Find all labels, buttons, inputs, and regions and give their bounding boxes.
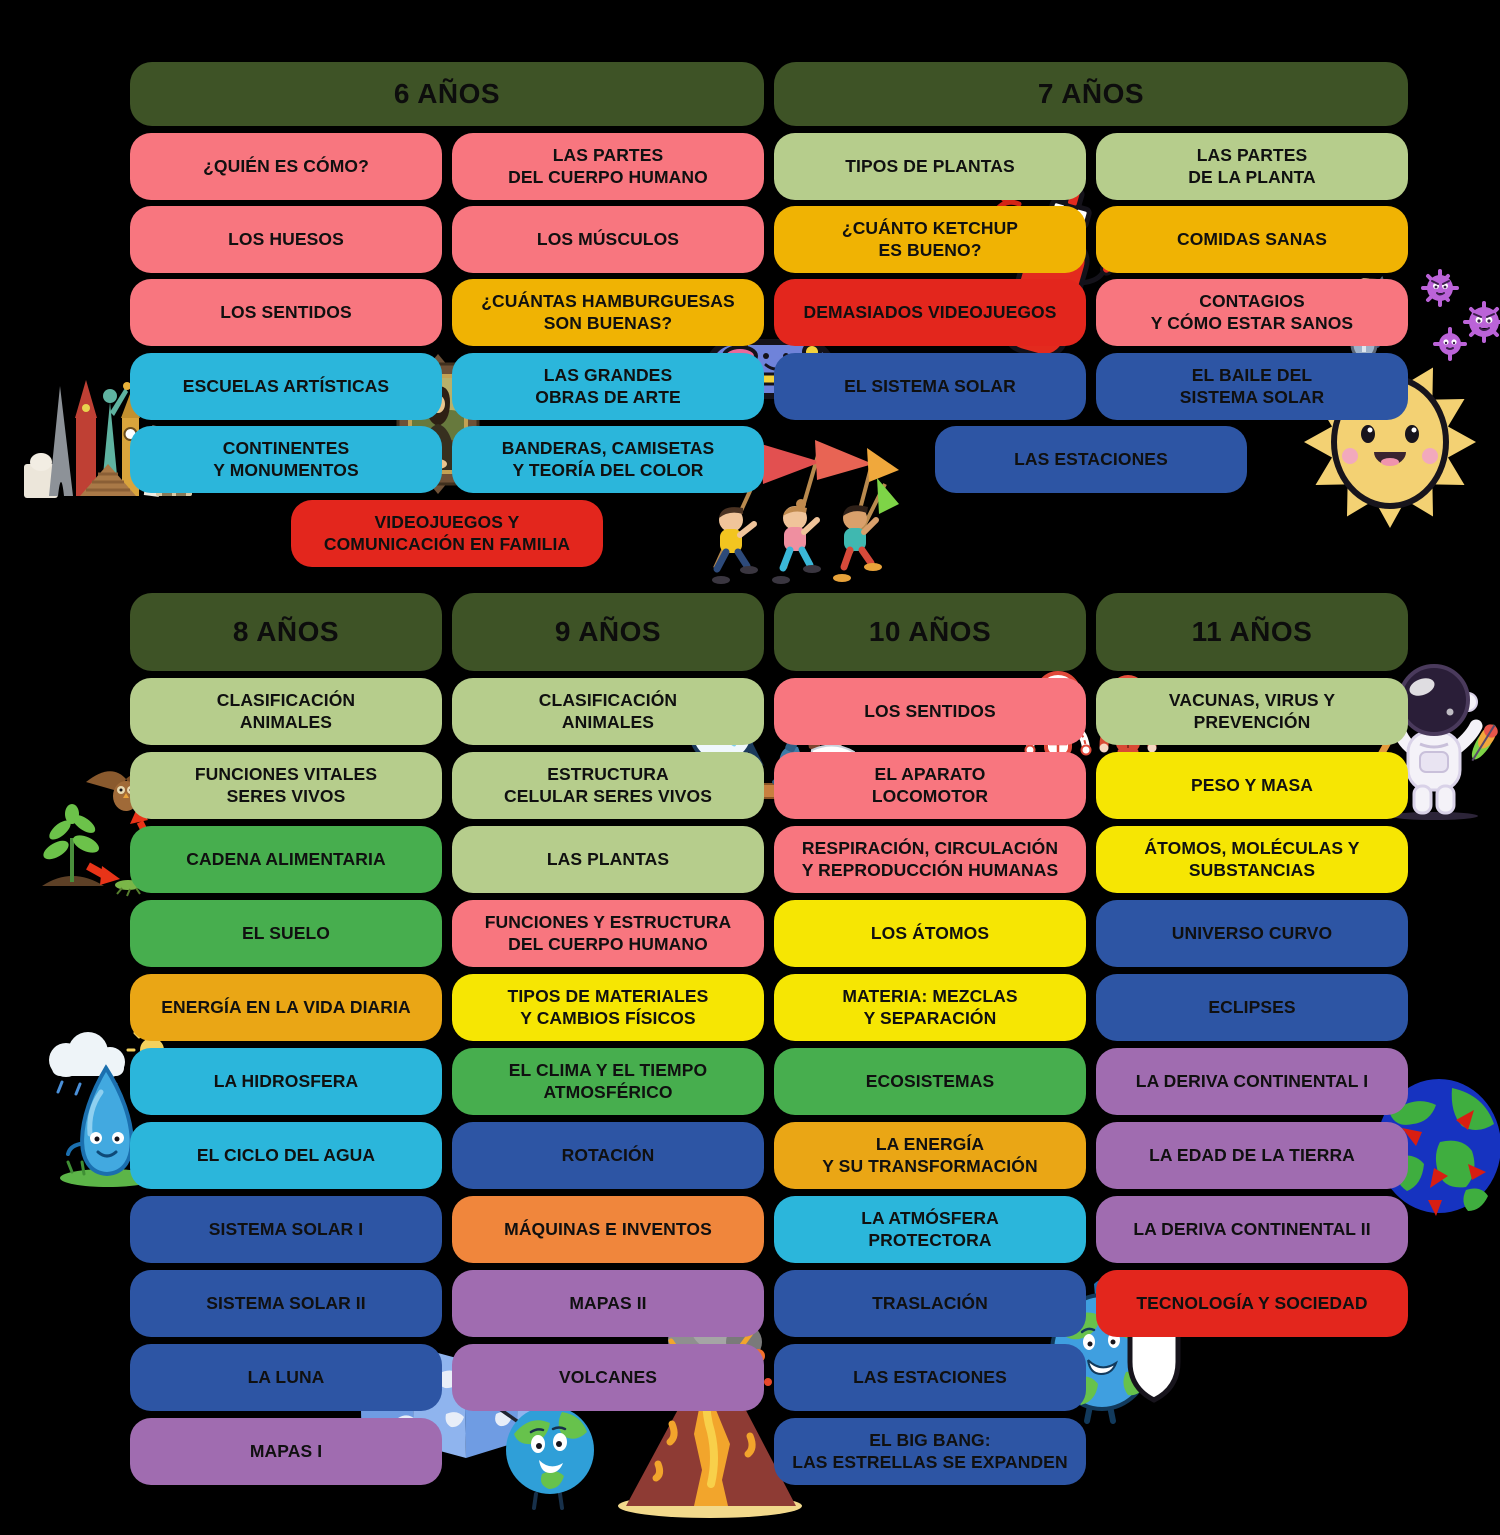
topic-pill[interactable]: EL CICLO DEL AGUA bbox=[130, 1122, 442, 1189]
topic-pill[interactable]: CONTAGIOS Y CÓMO ESTAR SANOS bbox=[1096, 279, 1408, 346]
topic-pill[interactable]: MÁQUINAS E INVENTOS bbox=[452, 1196, 764, 1263]
topic-pill[interactable]: TRASLACIÓN bbox=[774, 1270, 1086, 1337]
topic-pill[interactable]: ECOSISTEMAS bbox=[774, 1048, 1086, 1115]
topic-pill[interactable]: LAS PARTES DEL CUERPO HUMANO bbox=[452, 133, 764, 200]
topic-pill[interactable]: SISTEMA SOLAR II bbox=[130, 1270, 442, 1337]
topic-pill[interactable]: SISTEMA SOLAR I bbox=[130, 1196, 442, 1263]
topic-pill[interactable]: RESPIRACIÓN, CIRCULACIÓN Y REPRODUCCIÓN … bbox=[774, 826, 1086, 893]
topic-pill[interactable]: EL SISTEMA SOLAR bbox=[774, 353, 1086, 420]
age-header-11: 11 AÑOS bbox=[1096, 593, 1408, 671]
topic-pill[interactable]: TIPOS DE MATERIALES Y CAMBIOS FÍSICOS bbox=[452, 974, 764, 1041]
topic-pill[interactable]: VACUNAS, VIRUS Y PREVENCIÓN bbox=[1096, 678, 1408, 745]
topic-pill[interactable]: LAS ESTACIONES bbox=[935, 426, 1247, 493]
topic-pill[interactable]: FUNCIONES VITALES SERES VIVOS bbox=[130, 752, 442, 819]
topic-pill[interactable]: MATERIA: MEZCLAS Y SEPARACIÓN bbox=[774, 974, 1086, 1041]
topic-pill[interactable]: EL SUELO bbox=[130, 900, 442, 967]
topic-pill[interactable]: FUNCIONES Y ESTRUCTURA DEL CUERPO HUMANO bbox=[452, 900, 764, 967]
topic-pill[interactable]: BANDERAS, CAMISETAS Y TEORÍA DEL COLOR bbox=[452, 426, 764, 493]
topic-pill[interactable]: PESO Y MASA bbox=[1096, 752, 1408, 819]
topic-pill[interactable]: ESTRUCTURA CELULAR SERES VIVOS bbox=[452, 752, 764, 819]
age-header-10: 10 AÑOS bbox=[774, 593, 1086, 671]
topic-pill[interactable]: CONTINENTES Y MONUMENTOS bbox=[130, 426, 442, 493]
topic-pill[interactable]: LOS SENTIDOS bbox=[774, 678, 1086, 745]
topic-pill[interactable]: ¿CUÁNTAS HAMBURGUESAS SON BUENAS? bbox=[452, 279, 764, 346]
topic-pill[interactable]: EL APARATO LOCOMOTOR bbox=[774, 752, 1086, 819]
topic-pill[interactable]: EL CLIMA Y EL TIEMPO ATMOSFÉRICO bbox=[452, 1048, 764, 1115]
topic-pill[interactable]: LA ATMÓSFERA PROTECTORA bbox=[774, 1196, 1086, 1263]
topic-pill[interactable]: ECLIPSES bbox=[1096, 974, 1408, 1041]
age-header-7: 7 AÑOS bbox=[774, 62, 1408, 126]
topic-pill[interactable]: LA HIDROSFERA bbox=[130, 1048, 442, 1115]
topic-pill[interactable]: ENERGÍA EN LA VIDA DIARIA bbox=[130, 974, 442, 1041]
age-header-9: 9 AÑOS bbox=[452, 593, 764, 671]
topic-pill[interactable]: LAS PARTES DE LA PLANTA bbox=[1096, 133, 1408, 200]
topic-pill[interactable]: MAPAS I bbox=[130, 1418, 442, 1485]
topic-pill[interactable]: VIDEOJUEGOS Y COMUNICACIÓN EN FAMILIA bbox=[291, 500, 603, 567]
age-header-6: 6 AÑOS bbox=[130, 62, 764, 126]
topic-pill[interactable]: LAS ESTACIONES bbox=[774, 1344, 1086, 1411]
topic-pill[interactable]: CLASIFICACIÓN ANIMALES bbox=[130, 678, 442, 745]
topic-pill[interactable]: LA LUNA bbox=[130, 1344, 442, 1411]
topic-pill[interactable]: LOS SENTIDOS bbox=[130, 279, 442, 346]
topic-pill[interactable]: LOS HUESOS bbox=[130, 206, 442, 273]
topic-pill[interactable]: LA DERIVA CONTINENTAL II bbox=[1096, 1196, 1408, 1263]
topic-pill[interactable]: LAS PLANTAS bbox=[452, 826, 764, 893]
topic-pill[interactable]: MAPAS II bbox=[452, 1270, 764, 1337]
topic-pill[interactable]: CLASIFICACIÓN ANIMALES bbox=[452, 678, 764, 745]
topic-pill[interactable]: ESCUELAS ARTÍSTICAS bbox=[130, 353, 442, 420]
topic-pill[interactable]: LOS ÁTOMOS bbox=[774, 900, 1086, 967]
topic-pill[interactable]: TECNOLOGÍA Y SOCIEDAD bbox=[1096, 1270, 1408, 1337]
topic-pill[interactable]: ÁTOMOS, MOLÉCULAS Y SUBSTANCIAS bbox=[1096, 826, 1408, 893]
topic-pill[interactable]: ROTACIÓN bbox=[452, 1122, 764, 1189]
topic-pill[interactable]: COMIDAS SANAS bbox=[1096, 206, 1408, 273]
topic-pill[interactable]: CADENA ALIMENTARIA bbox=[130, 826, 442, 893]
topic-pill[interactable]: LOS MÚSCULOS bbox=[452, 206, 764, 273]
topic-pill[interactable]: LAS GRANDES OBRAS DE ARTE bbox=[452, 353, 764, 420]
topic-pill[interactable]: TIPOS DE PLANTAS bbox=[774, 133, 1086, 200]
topic-pill[interactable]: LA ENERGÍA Y SU TRANSFORMACIÓN bbox=[774, 1122, 1086, 1189]
topic-pill[interactable]: LA EDAD DE LA TIERRA bbox=[1096, 1122, 1408, 1189]
topic-pill[interactable]: DEMASIADOS VIDEOJUEGOS bbox=[774, 279, 1086, 346]
topic-pill[interactable]: EL BAILE DEL SISTEMA SOLAR bbox=[1096, 353, 1408, 420]
topic-pill[interactable]: UNIVERSO CURVO bbox=[1096, 900, 1408, 967]
topic-pill[interactable]: LA DERIVA CONTINENTAL I bbox=[1096, 1048, 1408, 1115]
topic-pill[interactable]: ¿CUÁNTO KETCHUP ES BUENO? bbox=[774, 206, 1086, 273]
age-header-8: 8 AÑOS bbox=[130, 593, 442, 671]
topic-pill[interactable]: EL BIG BANG: LAS ESTRELLAS SE EXPANDEN bbox=[774, 1418, 1086, 1485]
topic-pill[interactable]: VOLCANES bbox=[452, 1344, 764, 1411]
topic-pill[interactable]: ¿QUIÉN ES CÓMO? bbox=[130, 133, 442, 200]
